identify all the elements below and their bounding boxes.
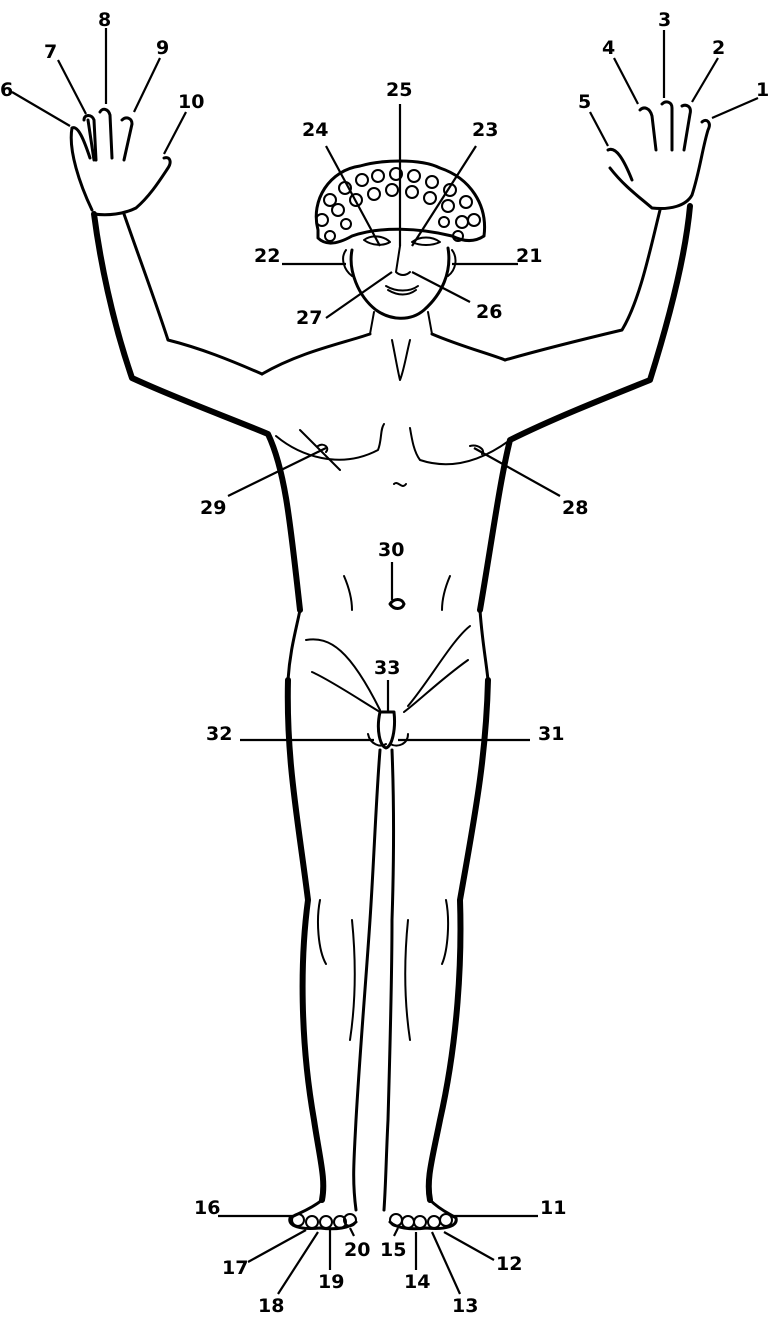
leader-23: [411, 145, 477, 247]
leader-1: [711, 96, 759, 120]
label-3: 3: [658, 9, 671, 31]
label-18: 18: [258, 1295, 284, 1317]
label-20: 20: [344, 1239, 370, 1261]
label-27: 27: [296, 307, 322, 329]
label-7: 7: [44, 41, 57, 63]
label-23: 23: [472, 119, 498, 141]
label-33: 33: [374, 657, 400, 679]
label-17: 17: [222, 1257, 248, 1279]
leader-13: [430, 1231, 462, 1295]
label-28: 28: [562, 497, 588, 519]
label-29: 29: [200, 497, 226, 519]
leader-27: [325, 271, 393, 319]
leader-5: [589, 111, 609, 147]
label-13: 13: [452, 1295, 478, 1317]
leader-4: [613, 57, 639, 105]
leader-26: [411, 271, 471, 303]
label-10: 10: [178, 91, 204, 113]
label-11: 11: [540, 1197, 566, 1219]
label-30: 30: [378, 539, 404, 561]
leader-18: [277, 1231, 319, 1295]
leader-15: [393, 1227, 399, 1237]
leader-7: [57, 59, 87, 115]
leader-24: [325, 145, 381, 247]
point-labels: 1 2 3 4 5 6 7 8 9 10 11 12 13 14 15 16 1…: [0, 9, 768, 1317]
label-4: 4: [602, 37, 615, 59]
label-32: 32: [206, 723, 232, 745]
label-9: 9: [156, 37, 169, 59]
label-12: 12: [496, 1253, 522, 1275]
label-1: 1: [756, 79, 768, 101]
leader-10: [163, 111, 187, 155]
label-21: 21: [516, 245, 542, 267]
label-5: 5: [578, 91, 591, 113]
leader-lines: [11, 28, 759, 1295]
leader-12: [443, 1231, 495, 1261]
label-24: 24: [302, 119, 328, 141]
leader-6: [11, 91, 71, 127]
label-22: 22: [254, 245, 280, 267]
label-14: 14: [404, 1271, 430, 1293]
leader-20: [349, 1227, 355, 1237]
label-2: 2: [712, 37, 725, 59]
leader-2: [691, 57, 719, 103]
label-16: 16: [194, 1197, 220, 1219]
label-26: 26: [476, 301, 502, 323]
leader-9: [133, 57, 161, 113]
label-25: 25: [386, 79, 412, 101]
label-15: 15: [380, 1239, 406, 1261]
leader-17: [247, 1229, 307, 1263]
figure-outline: [69, 100, 711, 1231]
leader-29: [227, 447, 327, 497]
label-31: 31: [538, 723, 564, 745]
leader-28: [473, 447, 561, 497]
label-8: 8: [98, 9, 111, 31]
label-6: 6: [0, 79, 13, 101]
label-19: 19: [318, 1271, 344, 1293]
